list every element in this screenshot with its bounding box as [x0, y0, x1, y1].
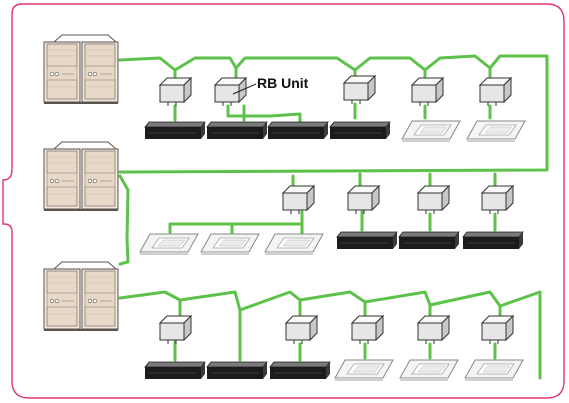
diagram-frame	[2, 3, 565, 399]
duct-unit-r1-1	[144, 121, 206, 140]
rb-unit-r1-2	[214, 77, 247, 107]
rb-unit-r2-4	[481, 185, 514, 215]
rb-unit-r2-1	[282, 185, 315, 215]
rb-unit-callout-line	[232, 83, 257, 95]
duct-unit-r1-4	[329, 121, 391, 140]
refrigerant-piping	[118, 54, 549, 380]
rb-unit-r3-4	[417, 315, 450, 345]
duct-unit-r1-3	[267, 121, 329, 140]
outdoor-unit-1	[43, 34, 119, 105]
duct-unit-r2-3	[462, 231, 524, 250]
rb-unit-r1-5	[479, 77, 512, 107]
cassette-unit-r1-1	[401, 120, 461, 143]
rb-unit-callout-label: RB Unit	[257, 75, 309, 91]
rb-unit-r3-3	[351, 315, 384, 345]
rb-unit-r3-2	[285, 315, 318, 345]
duct-unit-r3-3	[269, 361, 331, 380]
duct-unit-r3-2	[206, 361, 268, 380]
cassette-unit-r3-3	[464, 359, 524, 382]
cassette-unit-r3-1	[334, 359, 394, 382]
duct-unit-r1-2	[206, 121, 268, 140]
cassette-unit-r2-3	[264, 233, 324, 256]
rb-unit-r1-1	[159, 77, 192, 107]
cassette-unit-r3-2	[399, 359, 459, 382]
duct-unit-r2-2	[398, 231, 460, 250]
rb-unit-r2-3	[417, 185, 450, 215]
cassette-unit-r2-1	[139, 233, 199, 256]
duct-unit-r2-1	[336, 231, 398, 250]
rb-unit-r3-1	[159, 315, 192, 345]
rb-unit-r1-4	[411, 77, 444, 107]
rb-unit-r3-5	[481, 315, 514, 345]
cassette-unit-r1-2	[466, 120, 526, 143]
outdoor-unit-2	[43, 141, 119, 212]
duct-unit-r3-1	[144, 361, 206, 380]
cassette-unit-r2-2	[200, 233, 260, 256]
rb-unit-r1-3	[343, 75, 376, 105]
outdoor-unit-3	[43, 261, 119, 332]
rb-unit-r2-2	[347, 185, 380, 215]
